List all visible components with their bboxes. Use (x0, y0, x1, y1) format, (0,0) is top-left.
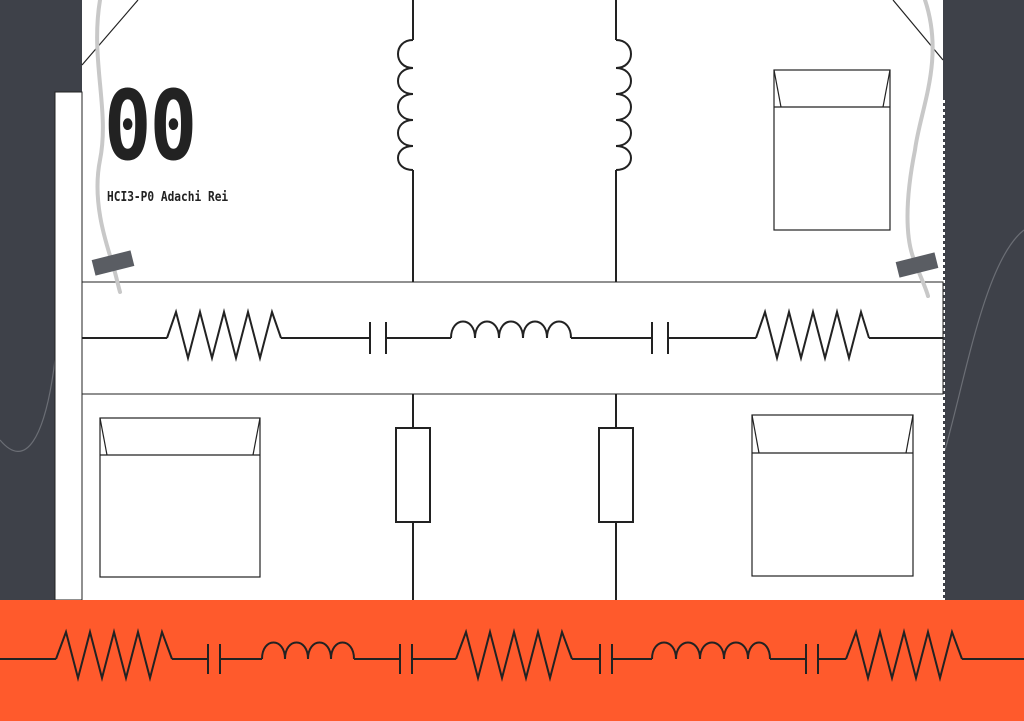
background-wave-left (0, 359, 56, 452)
resistor-icon (55, 628, 173, 682)
envelope-icon (751, 414, 914, 577)
resistor-icon (845, 628, 963, 682)
envelope-icon (99, 417, 261, 578)
component-box-icon (598, 427, 634, 523)
lower-circuit (395, 394, 634, 600)
middle-band (81, 281, 944, 395)
resistor-icon (455, 628, 573, 682)
resistor-icon (166, 308, 282, 362)
corner-line-left (81, 0, 139, 66)
paper-strip-left (54, 91, 83, 601)
background-wave-right (944, 229, 1024, 451)
cable-icon (95, 0, 122, 294)
cable-clip-icon (895, 252, 939, 278)
inductor-icon (450, 320, 572, 339)
corner-line-right (892, 0, 944, 61)
inductor-icon (261, 641, 355, 660)
coil-icon (615, 39, 632, 171)
cable-clip-icon (91, 250, 135, 276)
envelope-icon (773, 69, 891, 231)
component-box-icon (395, 427, 431, 523)
cable-icon (905, 0, 935, 298)
resistor-icon (755, 308, 870, 362)
coil-icon (397, 39, 414, 171)
inductor-icon (651, 641, 771, 660)
card-caption: HCI3-P0 Adachi Rei (107, 190, 229, 205)
footer-band (0, 600, 1024, 721)
card-number: 00 (104, 70, 197, 182)
footer-circuit (0, 628, 1024, 682)
middle-circuit (82, 308, 943, 362)
